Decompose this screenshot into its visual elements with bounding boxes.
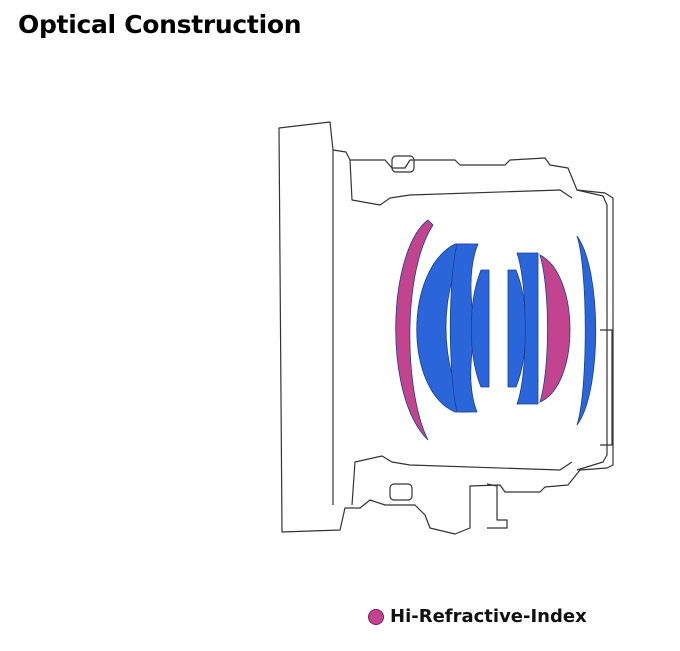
lens-element-8	[576, 235, 597, 426]
page-title: Optical Construction	[18, 10, 302, 39]
lens-barrel-outline	[278, 121, 614, 535]
lower-bracket	[486, 483, 508, 529]
lens-element-7-hi-refractive	[539, 254, 571, 403]
lens-element-1-hi-refractive	[395, 219, 434, 441]
lens-element-4	[470, 269, 490, 388]
hi-refractive-swatch	[368, 608, 384, 625]
lens-element-3	[449, 243, 479, 413]
aperture-tab-bottom	[389, 483, 413, 501]
lens-elements	[395, 219, 597, 441]
lens-element-5	[507, 269, 527, 388]
aperture-tab-top	[391, 155, 415, 173]
lens-element-6	[516, 252, 539, 405]
barrel-body	[278, 121, 614, 535]
legend-label-hi-refractive: Hi-Refractive-Index	[390, 606, 587, 627]
barrel-upper-ledge	[349, 159, 573, 206]
legend: Hi-Refractive-Index	[368, 606, 587, 627]
lens-element-2	[416, 243, 471, 413]
barrel-lower-ledge	[351, 455, 573, 506]
rear-mount-detail	[600, 329, 613, 446]
